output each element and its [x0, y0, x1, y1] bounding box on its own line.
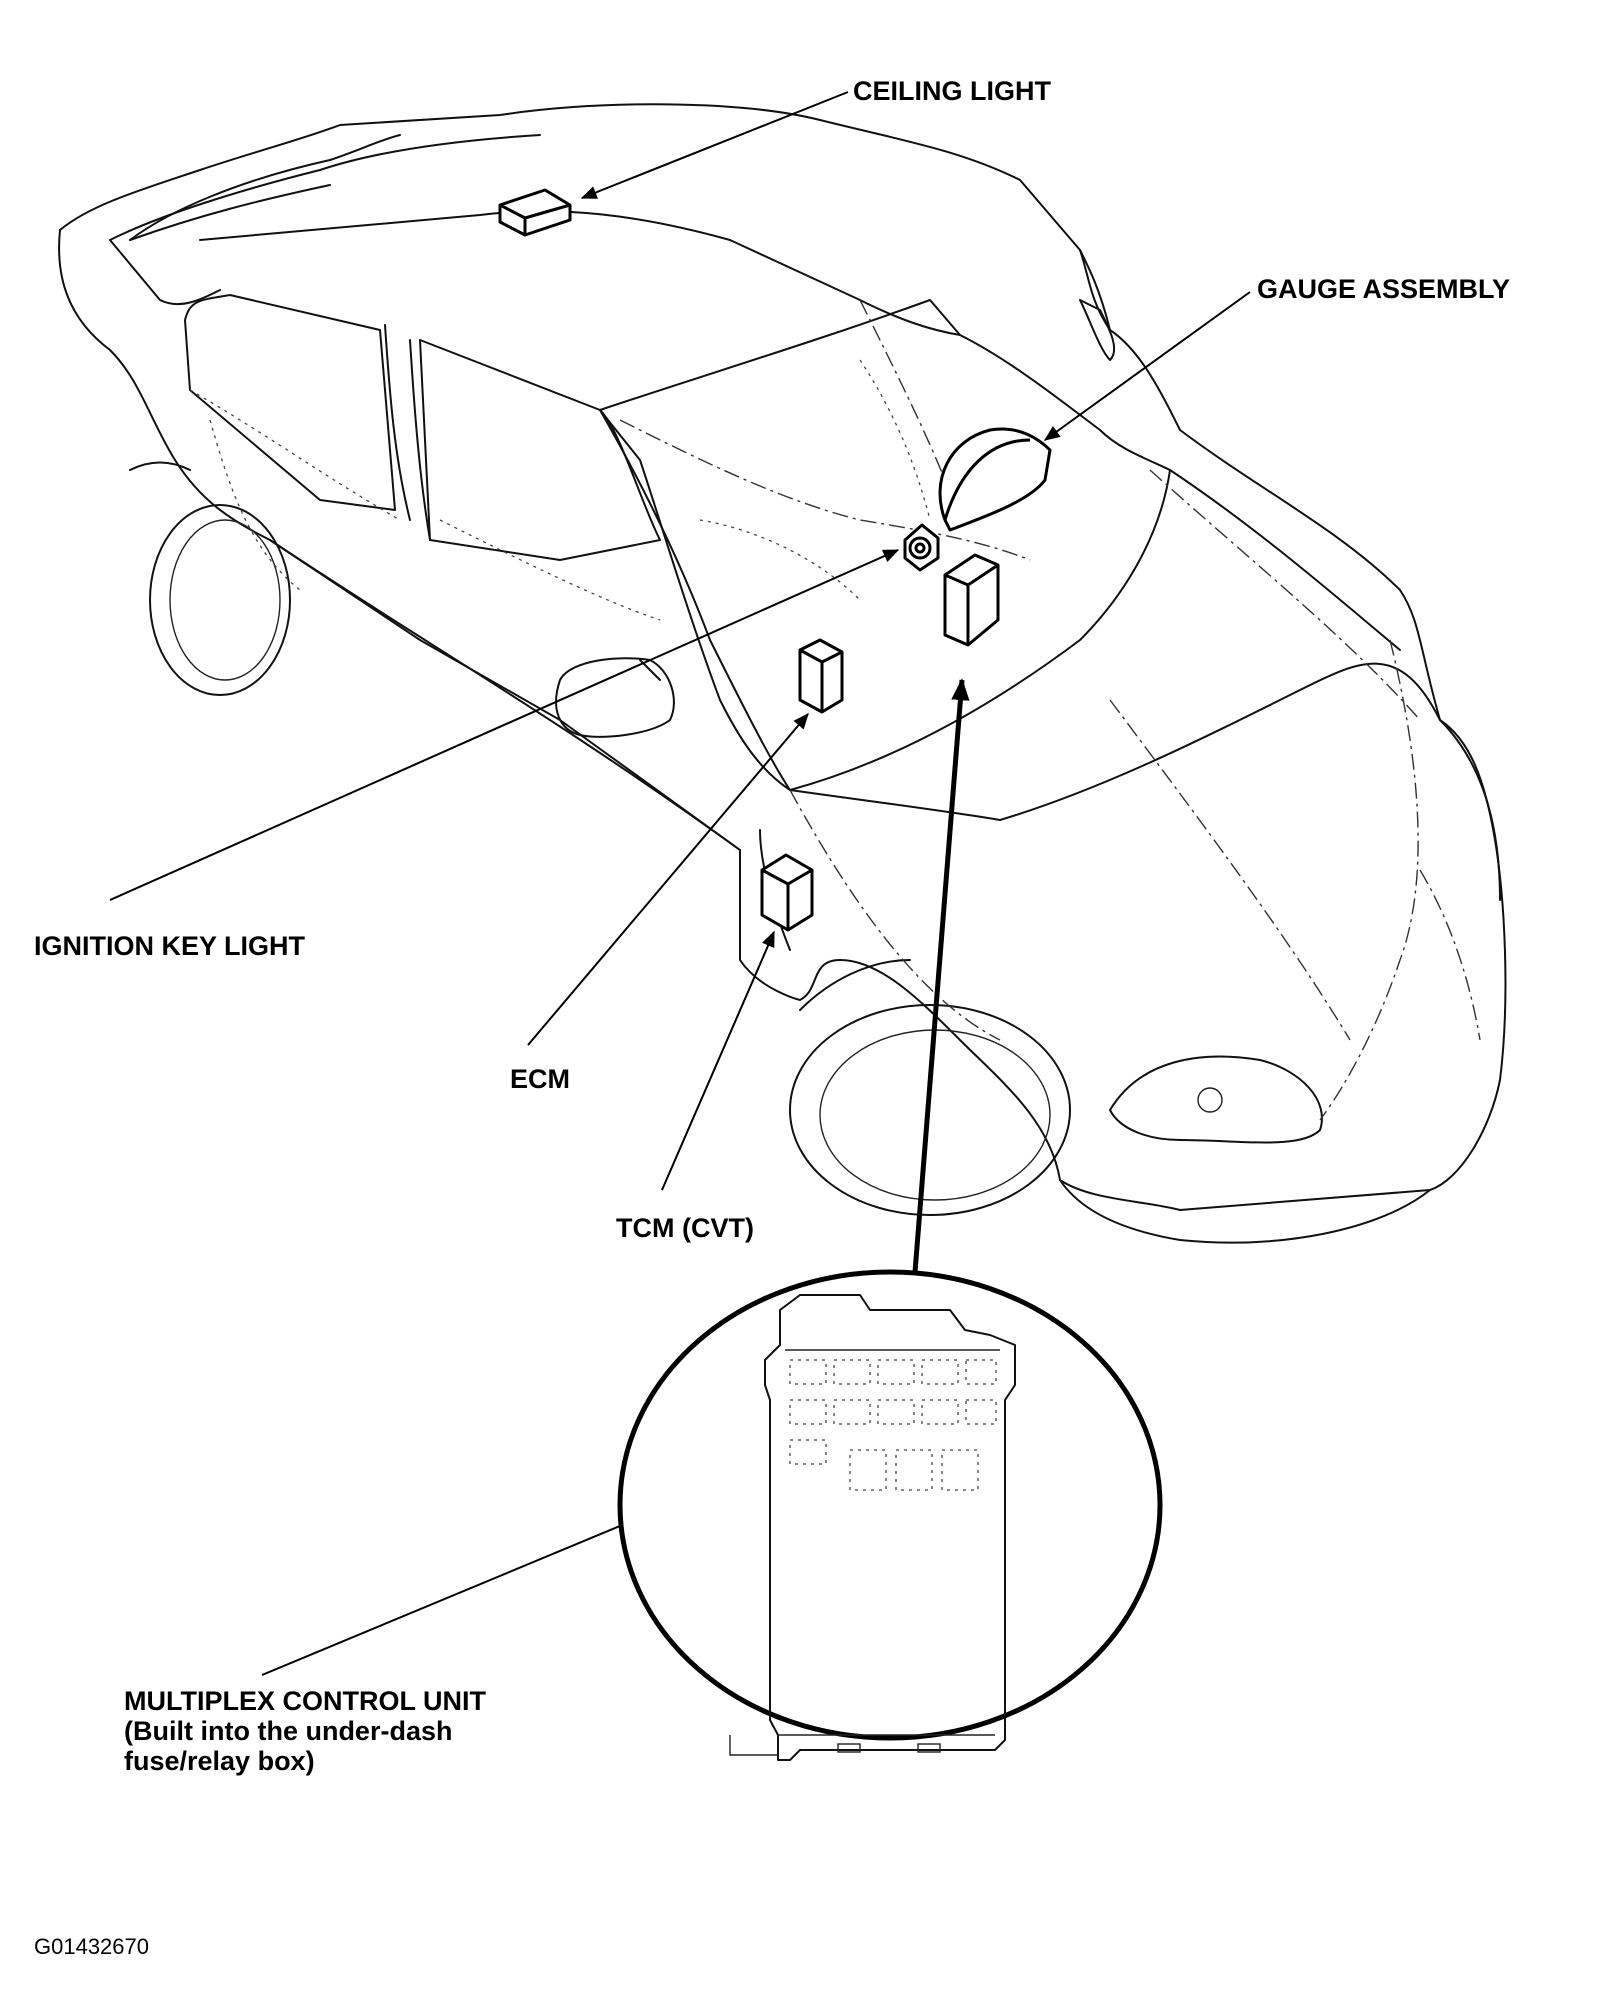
fuse-slots [789, 1359, 997, 1491]
gauge-assembly-shape [938, 427, 1052, 532]
ceiling-light-label: CEILING LIGHT [853, 76, 1051, 106]
multiplex-control-unit-label: MULTIPLEX CONTROL UNIT [124, 1686, 486, 1716]
fuse-relay-box-detail [617, 1269, 1163, 1761]
ceiling-light-leader [580, 91, 849, 199]
leader-lines [109, 91, 1251, 1676]
gauge-assembly-leader [1043, 291, 1251, 441]
ignition-key-light-label: IGNITION KEY LIGHT [34, 931, 306, 961]
tcm-shape [760, 853, 814, 932]
ecm-leader [527, 712, 809, 1046]
multiplex-leader-to-car [912, 678, 970, 1273]
ignition-key-light-shape [903, 523, 940, 572]
ecm-shape [798, 638, 844, 714]
ignition-key-light-leader [109, 549, 900, 901]
ceiling-light-shape [498, 188, 572, 237]
multiplex-note-line2: fuse/relay box) [124, 1746, 315, 1776]
ecm-label: ECM [510, 1064, 570, 1094]
multiplex-note-line1: (Built into the under-dash [124, 1716, 452, 1746]
gauge-assembly-label: GAUGE ASSEMBLY [1257, 274, 1510, 304]
tcm-leader [661, 930, 775, 1191]
car-body-outline [58, 103, 1507, 1244]
tcm-label: TCM (CVT) [616, 1213, 754, 1243]
multiplex-box-shape [943, 553, 1000, 647]
figure-id: G01432670 [34, 1934, 149, 1959]
